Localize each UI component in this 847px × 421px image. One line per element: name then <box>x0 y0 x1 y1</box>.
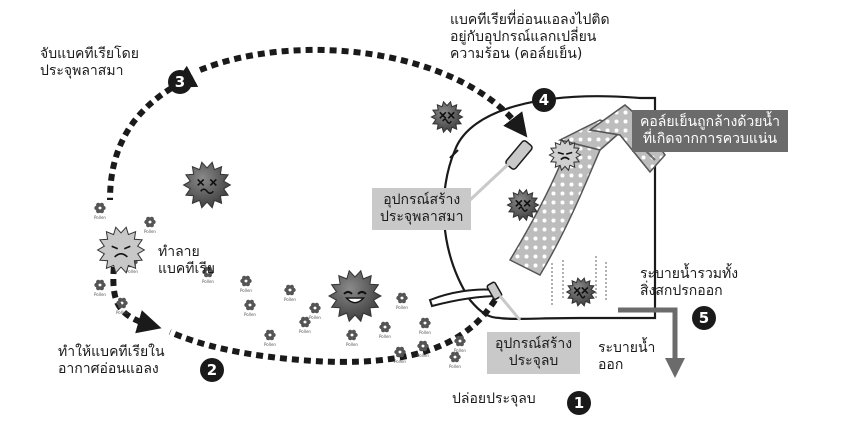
label-destroy-bacteria: ทำลาย แบคทีเรีย <box>158 244 216 277</box>
pollen-particle-icon: Pollen <box>394 346 406 364</box>
drain-pipe <box>618 307 685 378</box>
pollen-particle-icon: Pollen <box>449 351 461 369</box>
plasma-generator-device <box>505 140 533 170</box>
pollen-particle-icon: Pollen <box>379 321 391 339</box>
svg-text:Pollen: Pollen <box>284 297 296 302</box>
step-badge-4: 4 <box>532 88 556 112</box>
ion-generator-device <box>486 281 503 300</box>
svg-text:Pollen: Pollen <box>202 279 214 284</box>
arrow-capture <box>107 65 199 201</box>
pollen-particle-icon: Pollen <box>284 284 296 302</box>
plasma-generator-box: อุปกรณ์สร้าง ประจุพลาสมา <box>372 188 472 230</box>
arrow-top <box>198 46 528 138</box>
svg-text:Pollen: Pollen <box>396 305 408 310</box>
step-badge-3: 3 <box>168 70 192 94</box>
coil-washed-box: คอล์ยเย็นถูกล้างด้วยน้ำ ที่เกิดจากการควบ… <box>632 110 788 152</box>
svg-text:Pollen: Pollen <box>116 310 128 315</box>
pollen-particle-icon: Pollen <box>419 317 431 335</box>
label-capture-bacteria: จับแบคทีเรียโดย ประจุพลาสมา <box>40 46 139 79</box>
svg-text:Pollen: Pollen <box>94 215 106 220</box>
bacteria-sad-icon <box>548 138 582 172</box>
label-weaken-bacteria: ทำให้แบคทีเรียใน อากาศอ่อนแอลง <box>58 344 165 377</box>
pollen-particle-icon: Pollen <box>144 216 156 234</box>
svg-text:Pollen: Pollen <box>454 348 466 353</box>
step-badge-2: 2 <box>200 358 224 382</box>
step-badge-1: 1 <box>567 391 591 415</box>
label-drain-water: ระบายน้ำ ออก <box>598 340 656 373</box>
svg-text:Pollen: Pollen <box>299 329 311 334</box>
pollen-particle-icon: Pollen <box>244 299 256 317</box>
svg-text:Pollen: Pollen <box>379 334 391 339</box>
label-release-ions: ปล่อยประจุลบ <box>452 391 536 407</box>
bacteria-dizzy-icon <box>430 100 464 134</box>
pollen-particle-icon: Pollen <box>94 279 106 297</box>
bacteria-happy-icon <box>327 269 383 323</box>
pollen-particle-icon: Pollen <box>396 292 408 310</box>
svg-text:Pollen: Pollen <box>449 364 461 369</box>
svg-text:Pollen: Pollen <box>346 342 358 347</box>
pollen-particle-icon: Pollen <box>264 329 276 347</box>
pollen-particle-icon: Pollen <box>202 266 214 284</box>
svg-text:Pollen: Pollen <box>309 315 321 320</box>
label-drain-contaminants: ระบายน้ำรวมทั้ง สิ่งสกปรกออก <box>640 266 739 299</box>
bacteria-dizzy-icon <box>565 277 597 307</box>
ion-generator-box: อุปกรณ์สร้าง ประจุลบ <box>487 332 581 374</box>
pollen-particles: PollenPollenPollenPollenPollenPollenPoll… <box>94 202 466 369</box>
bacteria-group <box>96 100 597 323</box>
arrow-bottom <box>168 298 498 365</box>
air-conditioner-outline <box>453 95 657 320</box>
pollen-particle-icon: Pollen <box>240 275 252 293</box>
svg-text:Pollen: Pollen <box>144 229 156 234</box>
svg-text:Pollen: Pollen <box>417 353 429 358</box>
svg-text:Pollen: Pollen <box>244 312 256 317</box>
bacteria-dizzy-icon <box>506 188 540 222</box>
bacteria-sad-icon <box>96 226 146 274</box>
svg-text:Pollen: Pollen <box>240 288 252 293</box>
svg-text:Pollen: Pollen <box>394 359 406 364</box>
label-bacteria-attach: แบคทีเรียที่อ่อนแอลงไปติด อยู่กับอุปกรณ์… <box>450 12 610 62</box>
svg-text:Pollen: Pollen <box>94 292 106 297</box>
svg-text:Pollen: Pollen <box>126 269 138 274</box>
pollen-particle-icon: Pollen <box>346 329 358 347</box>
pollen-particle-icon: Pollen <box>417 340 429 358</box>
pollen-particle-icon: Pollen <box>116 297 128 315</box>
bacteria-dizzy-icon <box>182 161 232 209</box>
pollen-particle-icon: Pollen <box>299 316 311 334</box>
pollen-particle-icon: Pollen <box>309 302 321 320</box>
svg-text:Pollen: Pollen <box>419 330 431 335</box>
cooling-coil-right <box>588 104 666 174</box>
pollen-particle-icon: Pollen <box>94 202 106 220</box>
pollen-particle-icon: Pollen <box>454 335 466 353</box>
step-badge-5: 5 <box>692 306 716 330</box>
svg-text:Pollen: Pollen <box>264 342 276 347</box>
